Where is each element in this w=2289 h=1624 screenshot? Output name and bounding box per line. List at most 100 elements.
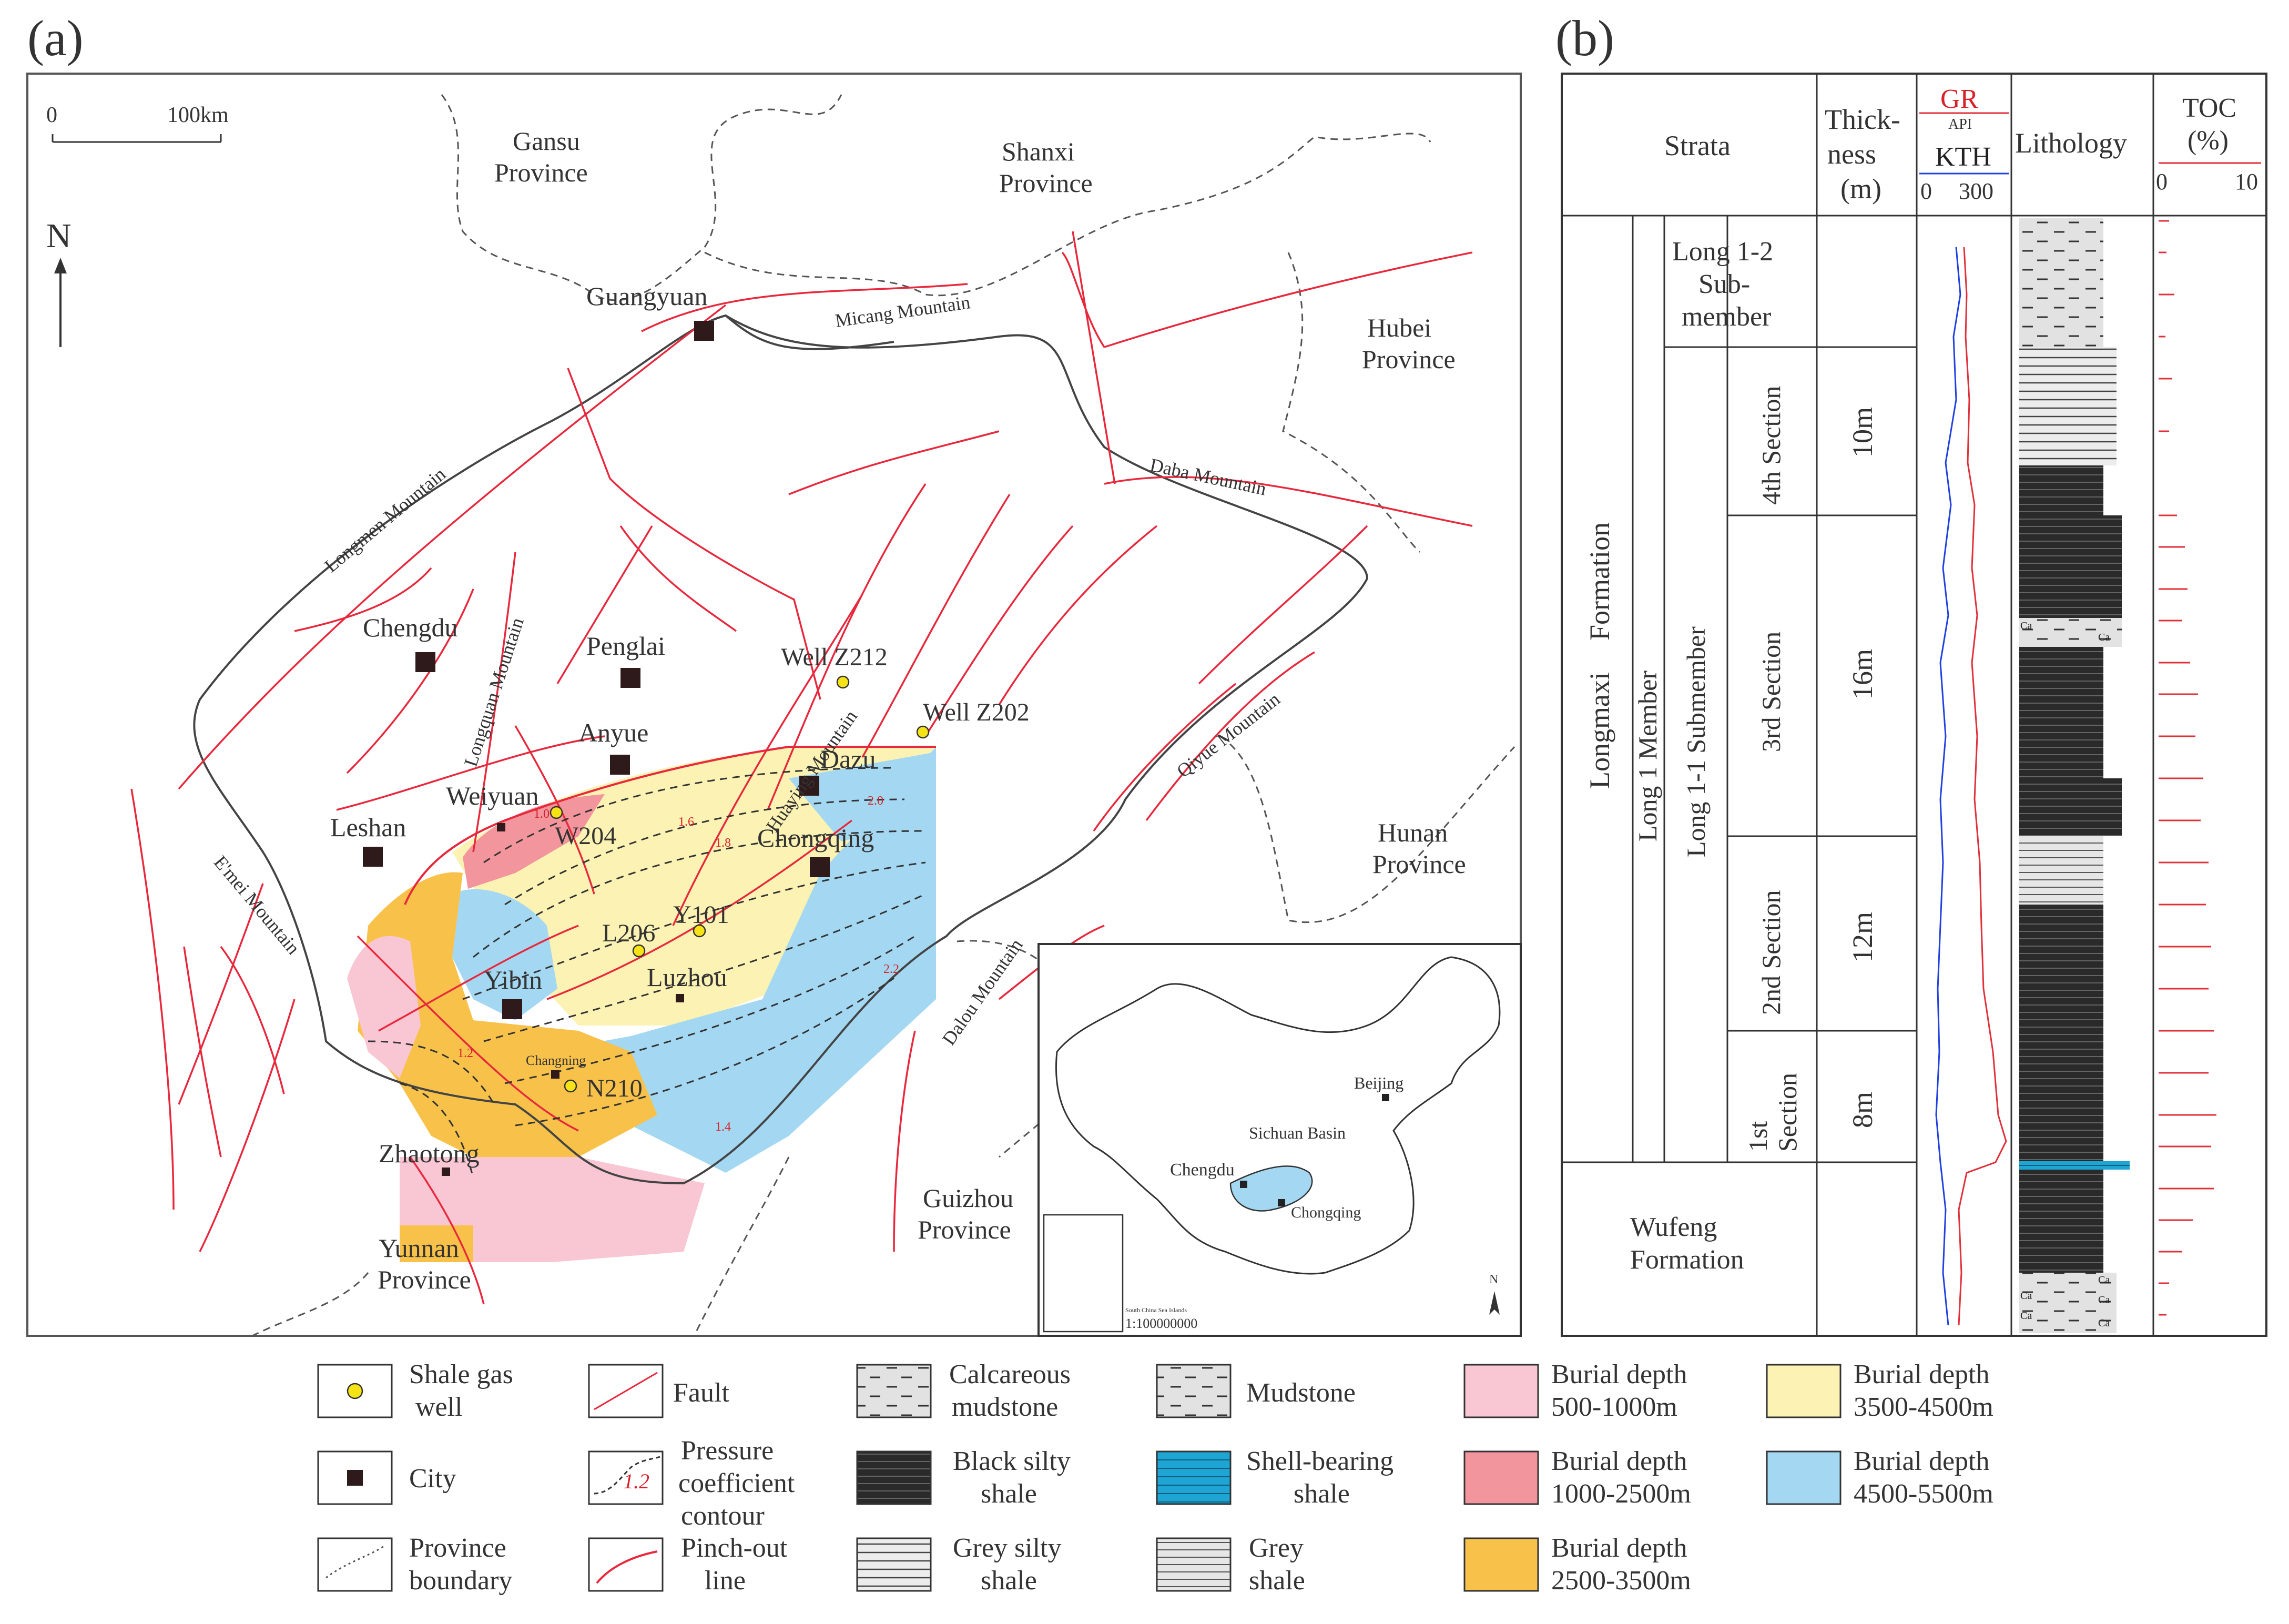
city-label-weiyuan: Weiyuan bbox=[446, 781, 538, 810]
inset-label-chengdu: Chengdu bbox=[1170, 1160, 1235, 1180]
south-china-sea-box bbox=[1043, 1214, 1124, 1333]
ca-tag: Ca bbox=[2098, 1274, 2110, 1286]
city-label-leshan: Leshan bbox=[330, 813, 406, 842]
legend-swatch-grey-shale bbox=[1156, 1537, 1232, 1592]
shale-gas-well-icon bbox=[347, 1383, 363, 1399]
city-marker bbox=[497, 823, 505, 831]
burial-zone-blue-east-strip bbox=[789, 752, 936, 841]
legend-swatch-burial-2500-3500 bbox=[1463, 1537, 1539, 1592]
north-arrowhead-icon bbox=[54, 258, 67, 273]
ca-tag: Ca bbox=[2020, 620, 2032, 632]
city-marker bbox=[551, 1070, 559, 1079]
city-label-luzhou: Luzhou bbox=[647, 962, 727, 992]
burial-zone-pink bbox=[347, 936, 705, 1262]
gr-curve bbox=[1958, 247, 2007, 1326]
well-markers bbox=[550, 675, 930, 1093]
city-marker bbox=[442, 1168, 450, 1176]
city-marker bbox=[610, 755, 630, 775]
city-marker bbox=[502, 999, 522, 1019]
legend-swatch-pinch-out bbox=[588, 1537, 664, 1592]
city-label-dazu: Dazu bbox=[820, 744, 876, 774]
burial-zone-orange bbox=[358, 872, 657, 1168]
ca-tag: Ca bbox=[2020, 1310, 2032, 1322]
city-icon bbox=[347, 1470, 363, 1486]
legend-swatch-burial-1000-2500 bbox=[1463, 1450, 1539, 1505]
scale-zero: 0 bbox=[46, 103, 57, 127]
legend-swatch-grey-silty-shale bbox=[856, 1537, 932, 1592]
city-marker bbox=[694, 321, 714, 341]
submember-11-label: Long 1-1 Submember bbox=[1681, 626, 1711, 857]
city-marker bbox=[810, 857, 830, 877]
burial-zone-orange-south bbox=[400, 1225, 473, 1262]
section-1-label: 1stSection bbox=[1743, 1073, 1802, 1152]
inset-scale: 1:100000000 bbox=[1125, 1316, 1197, 1331]
burial-zone-red bbox=[463, 794, 605, 889]
well-marker bbox=[693, 924, 706, 938]
city-marker bbox=[620, 668, 640, 688]
header-thickness: Thick-ness(m) bbox=[1825, 104, 1900, 205]
well-marker bbox=[550, 806, 563, 819]
city-label-zhaotong: Zhaotong bbox=[379, 1139, 480, 1168]
litho-grey-silty bbox=[2019, 347, 2117, 465]
litho-black-silty bbox=[2019, 515, 2122, 618]
pressure-contours bbox=[368, 767, 926, 1179]
legend-swatch-province-boundary bbox=[317, 1537, 393, 1592]
fault-icon bbox=[594, 1372, 658, 1410]
section-2-thickness: 12m bbox=[1847, 912, 1878, 962]
well-label-z202: Well Z202 bbox=[923, 698, 1030, 726]
toc-bars bbox=[2159, 220, 2216, 1316]
lithology-column: Ca Ca Ca Ca Ca Ca Ca bbox=[2019, 218, 2130, 1333]
city-marker bbox=[799, 776, 819, 796]
well-marker bbox=[836, 675, 850, 689]
legend-swatch-calcareous-mudstone bbox=[856, 1364, 932, 1418]
litho-black bbox=[2019, 465, 2103, 515]
contour-label: 1.6 bbox=[678, 815, 694, 829]
kth-curve bbox=[1935, 247, 1961, 1326]
panel-b-label: (b) bbox=[1555, 10, 1614, 66]
legend-swatch-burial-500-1000 bbox=[1463, 1364, 1539, 1418]
inset-north-arrow-icon bbox=[1489, 1291, 1500, 1315]
well-label-l206: L206 bbox=[602, 919, 655, 947]
section-4-thickness: 10m bbox=[1847, 407, 1878, 458]
header-gr-unit: API bbox=[1948, 116, 1972, 133]
section-3-thickness: 16m bbox=[1847, 649, 1878, 699]
litho-mudstone bbox=[2019, 218, 2103, 347]
well-label-n210: N210 bbox=[586, 1074, 643, 1102]
scale-distance: 100km bbox=[167, 103, 229, 127]
ca-tag: Ca bbox=[2098, 1294, 2110, 1306]
contour-label: 1.2 bbox=[457, 1047, 473, 1060]
panel-a-label: (a) bbox=[27, 10, 84, 66]
inset-label-basin: Sichuan Basin bbox=[1249, 1123, 1346, 1142]
north-label: N bbox=[46, 217, 72, 255]
litho-black bbox=[2019, 905, 2103, 1162]
section-4-label: 4th Section bbox=[1756, 386, 1786, 505]
inset-city-beijing bbox=[1382, 1094, 1389, 1101]
pressure-contour-icon bbox=[594, 1456, 660, 1495]
header-lithology: Lithology bbox=[2015, 127, 2127, 159]
header-toc: TOC(%) bbox=[2182, 93, 2236, 156]
legend-label-fault: Fault bbox=[673, 1378, 729, 1408]
city-label-chongqing: Chongqing bbox=[757, 823, 874, 852]
well-marker bbox=[916, 725, 930, 739]
well-marker bbox=[564, 1079, 577, 1093]
header-toc-max: 10 bbox=[2235, 169, 2258, 195]
legend-swatch-shell-bearing-shale bbox=[1156, 1450, 1232, 1505]
well-marker bbox=[632, 944, 646, 958]
contour-label: 2.0 bbox=[868, 794, 883, 808]
header-kth: KTH bbox=[1935, 142, 1991, 172]
